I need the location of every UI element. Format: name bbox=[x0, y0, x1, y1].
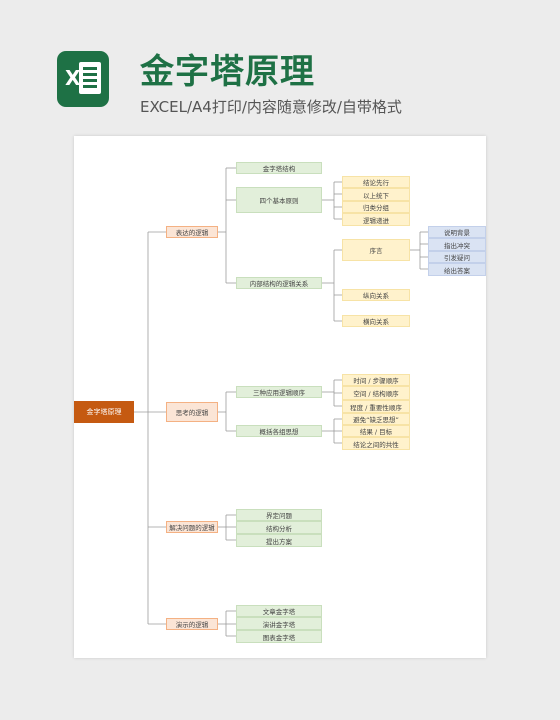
preface-item: 指出冲突 bbox=[428, 238, 486, 251]
preface-item: 引发疑问 bbox=[428, 251, 486, 263]
summary-item: 结果 / 目标 bbox=[342, 425, 410, 437]
branch-problem-solving-logic: 解决问题的逻辑 bbox=[166, 521, 218, 533]
order-item: 时间 / 步骤顺序 bbox=[342, 374, 410, 386]
problem-item: 提出方案 bbox=[236, 534, 322, 547]
excel-icon: X bbox=[57, 51, 109, 107]
principle-item: 归类分组 bbox=[342, 201, 410, 213]
worksheet-preview: 金字塔原理 表达的逻辑 思考的逻辑 解决问题的逻辑 演示的逻辑 金字塔结构 四个… bbox=[74, 136, 486, 658]
presentation-item: 演讲金字塔 bbox=[236, 617, 322, 630]
branch-presentation-logic: 演示的逻辑 bbox=[166, 618, 218, 630]
node-vertical-relation: 纵向关系 bbox=[342, 289, 410, 301]
page-title: 金字塔原理 bbox=[140, 52, 315, 92]
node-internal-relations: 内部结构的逻辑关系 bbox=[236, 277, 322, 289]
summary-item: 结论之间的共性 bbox=[342, 437, 410, 450]
preface-item: 给出答案 bbox=[428, 263, 486, 276]
summary-item: 避免“缺乏思想” bbox=[342, 413, 410, 425]
template-header: X 金字塔原理 EXCEL/A4打印/内容随意修改/自带格式 bbox=[0, 0, 560, 130]
problem-item: 界定问题 bbox=[236, 509, 322, 521]
principle-item: 以上统下 bbox=[342, 188, 410, 201]
page-subtitle: EXCEL/A4打印/内容随意修改/自带格式 bbox=[140, 98, 402, 116]
node-pyramid-structure: 金字塔结构 bbox=[236, 162, 322, 174]
node-four-principles: 四个基本原则 bbox=[236, 187, 322, 213]
mindmap-connectors bbox=[108, 167, 428, 637]
node-preface: 序言 bbox=[342, 239, 410, 261]
presentation-item: 文章金字塔 bbox=[236, 605, 322, 617]
mindmap-root: 金字塔原理 bbox=[74, 401, 134, 423]
problem-item: 结构分析 bbox=[236, 521, 322, 534]
principle-item: 结论先行 bbox=[342, 176, 410, 188]
order-item: 程度 / 重要性顺序 bbox=[342, 400, 410, 413]
excel-letter: X bbox=[65, 66, 81, 90]
node-three-orders: 三种应用逻辑顺序 bbox=[236, 386, 322, 398]
principle-item: 逻辑递进 bbox=[342, 213, 410, 226]
order-item: 空间 / 结构顺序 bbox=[342, 386, 410, 400]
branch-expression-logic: 表达的逻辑 bbox=[166, 226, 218, 238]
sheet-graphic bbox=[79, 62, 101, 94]
presentation-item: 图表金字塔 bbox=[236, 630, 322, 643]
node-summarize-ideas: 概括各组思想 bbox=[236, 425, 322, 437]
branch-thinking-logic: 思考的逻辑 bbox=[166, 402, 218, 422]
preface-item: 说明背景 bbox=[428, 226, 486, 238]
node-horizontal-relation: 横向关系 bbox=[342, 315, 410, 327]
